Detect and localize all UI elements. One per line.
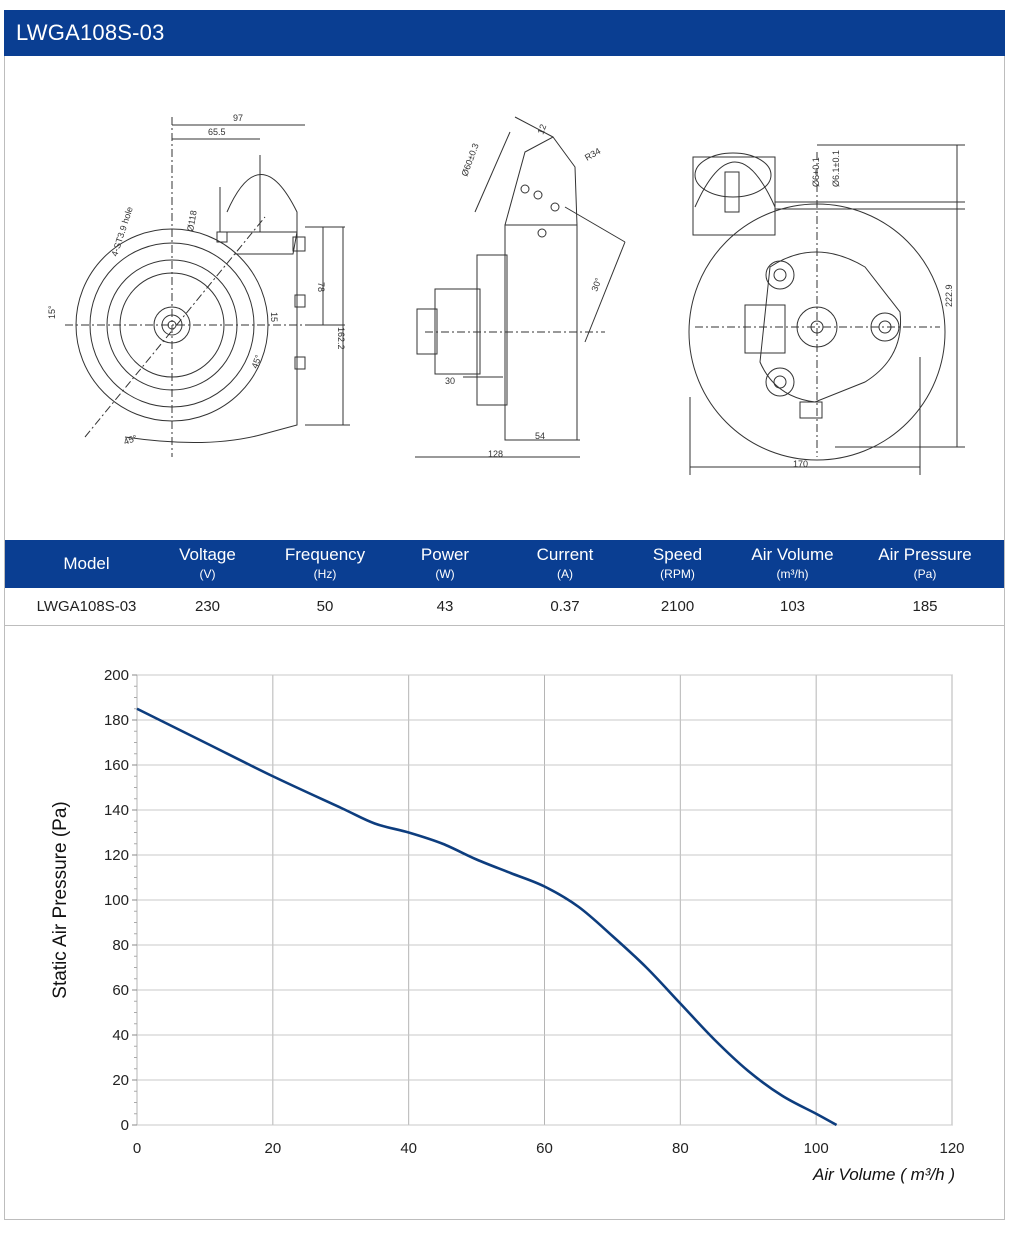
dim-label: Ø118 bbox=[185, 210, 199, 233]
cell-frequency: 50 bbox=[316, 598, 334, 615]
y-tick-label: 200 bbox=[104, 667, 129, 684]
cell-current: 0.37 bbox=[550, 598, 580, 615]
technical-drawings: 97 65.5 4-ST3.9 hole Ø118 78 162.2 15° 1… bbox=[47, 113, 965, 475]
col-header-speed: Speed(RPM) bbox=[652, 545, 703, 581]
cell-power: 43 bbox=[436, 598, 454, 615]
col-header-model: Model bbox=[63, 554, 110, 573]
col-header-power: Power(W) bbox=[420, 545, 470, 581]
col-header-air-pressure: Air Pressure(Pa) bbox=[878, 545, 972, 581]
x-tick-label: 20 bbox=[264, 1140, 281, 1157]
dim-label: Ø6.1±0.1 bbox=[831, 150, 841, 187]
dim-label: 15° bbox=[47, 305, 57, 319]
col-header-air-volume: Air Volume(m³/h) bbox=[751, 545, 834, 581]
cell-model: LWGA108S-03 bbox=[36, 598, 137, 615]
dim-label: 78 bbox=[316, 282, 326, 292]
dim-label: 45° bbox=[249, 353, 263, 370]
col-header-current: Current(A) bbox=[536, 545, 594, 581]
x-axis-label: Air Volume ( m³/h ) bbox=[812, 1165, 955, 1184]
dim-label: 12 bbox=[535, 123, 548, 136]
dim-label: 30 bbox=[445, 376, 455, 386]
dim-label: 54 bbox=[535, 431, 545, 441]
y-tick-label: 180 bbox=[104, 712, 129, 729]
y-tick-label: 100 bbox=[104, 892, 129, 909]
y-axis-label: Static Air Pressure (Pa) bbox=[50, 801, 71, 998]
dim-label: R34 bbox=[583, 146, 602, 163]
col-header-frequency: Frequency(Hz) bbox=[284, 545, 366, 581]
cell-air-volume: 103 bbox=[779, 598, 806, 615]
x-tick-label: 100 bbox=[804, 1140, 829, 1157]
x-tick-label: 0 bbox=[133, 1140, 141, 1157]
spec-table-row: LWGA108S-03 230 50 43 0.37 2100 103 185 bbox=[5, 589, 1004, 626]
dim-label: 30° bbox=[589, 276, 603, 293]
x-tick-label: 80 bbox=[672, 1140, 689, 1157]
pressure-curve bbox=[136, 707, 838, 1127]
col-header-voltage: Voltage(V) bbox=[179, 545, 236, 581]
title-bar: LWGA108S-03 bbox=[4, 10, 1005, 56]
x-tick-label: 40 bbox=[400, 1140, 417, 1157]
dim-label: 162.2 bbox=[336, 327, 346, 350]
dim-label: 222.9 bbox=[944, 284, 954, 307]
front-view-drawing bbox=[65, 117, 350, 457]
y-tick-label: 60 bbox=[112, 982, 129, 999]
cell-speed: 2100 bbox=[660, 598, 695, 615]
dim-label: 97 bbox=[233, 113, 243, 123]
x-tick-label: 60 bbox=[536, 1140, 553, 1157]
side-view-drawing bbox=[415, 116, 626, 458]
performance-chart: 0 20 40 60 80 100 120 0 20 40 60 80 100 120 140 160 180 2… bbox=[50, 667, 965, 1184]
x-tick-label: 120 bbox=[939, 1140, 964, 1157]
y-tick-label: 80 bbox=[112, 937, 129, 954]
dim-label: Ø6+0.1 bbox=[811, 157, 821, 187]
dim-label: 170 bbox=[793, 459, 808, 469]
cell-air-pressure: 185 bbox=[912, 598, 938, 615]
page-title: LWGA108S-03 bbox=[16, 20, 165, 45]
y-tick-label: 0 bbox=[121, 1117, 129, 1134]
dim-label: Ø60±0.3 bbox=[459, 142, 480, 178]
dim-label: 45° bbox=[122, 433, 139, 447]
spec-table-header: Model Voltage(V) Frequency(Hz) Power(W) … bbox=[5, 540, 1004, 588]
y-tick-label: 40 bbox=[112, 1027, 129, 1044]
dim-label: 65.5 bbox=[208, 127, 226, 137]
cell-voltage: 230 bbox=[194, 598, 221, 615]
back-view-drawing bbox=[688, 144, 965, 475]
dim-label: 4-ST3.9 hole bbox=[109, 206, 134, 258]
y-tick-label: 140 bbox=[104, 802, 129, 819]
y-tick-label: 120 bbox=[104, 847, 129, 864]
dim-label: 15 bbox=[269, 312, 279, 322]
y-tick-label: 20 bbox=[112, 1072, 129, 1089]
y-tick-label: 160 bbox=[104, 757, 129, 774]
dim-label: 128 bbox=[488, 449, 503, 459]
